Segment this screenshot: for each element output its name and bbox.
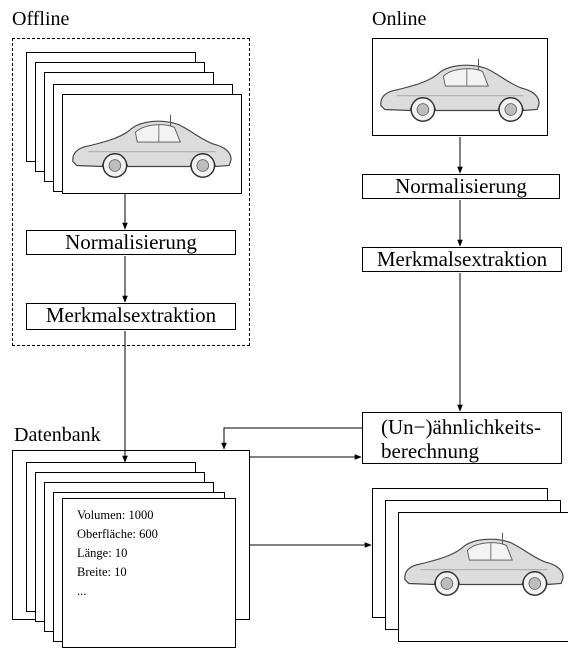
- database-title: Datenbank: [14, 424, 101, 446]
- offline-extract-box: Merkmalsextraktion: [26, 303, 236, 330]
- online-extract-box: Merkmalsextraktion: [362, 247, 562, 272]
- feature-list: Volumen: 1000 Oberfläche: 600 Länge: 10 …: [77, 506, 158, 601]
- feature-more: ...: [77, 584, 87, 598]
- feature-width: Breite: 10: [77, 565, 127, 579]
- feature-length: Länge: 10: [77, 546, 128, 560]
- offline-title: Offline: [12, 8, 70, 30]
- feature-surface: Oberfläche: 600: [77, 527, 158, 541]
- offline-group: [12, 38, 250, 346]
- online-title: Online: [372, 8, 427, 30]
- connector-arrows: [122, 137, 463, 548]
- feature-volume: Volumen: 1000: [77, 508, 154, 522]
- model-stack-front-sheet: [62, 94, 242, 194]
- query-model-sheet: [372, 38, 548, 136]
- similarity-line-2: berechnung: [381, 439, 479, 463]
- arrow-similarity-to-database: [221, 427, 362, 450]
- offline-normalize-box: Normalisierung: [26, 230, 236, 255]
- similarity-line-1: (Un−)ähnlichkeits-: [381, 415, 541, 439]
- online-normalize-box: Normalisierung: [362, 174, 560, 199]
- similarity-box: (Un−)ähnlichkeits- berechnung: [362, 412, 562, 464]
- retrieval-diagram: Offline Normalisierung Merkmalsextraktio…: [12, 8, 568, 648]
